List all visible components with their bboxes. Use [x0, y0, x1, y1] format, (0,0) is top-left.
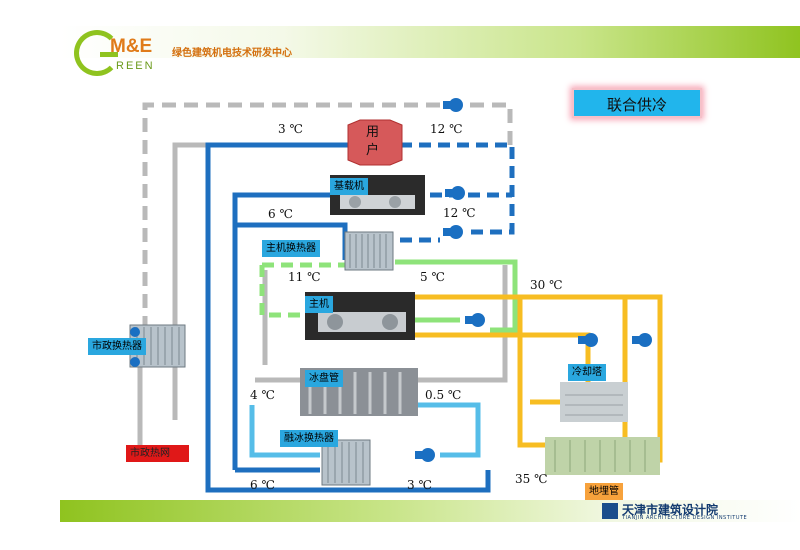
- melt-hx-plates: [321, 439, 371, 486]
- ice-coil-label: 冰盘管: [305, 370, 343, 387]
- temp-5c: 5 ℃: [420, 270, 445, 284]
- temp-30c: 30 ℃: [530, 278, 563, 292]
- temp-12c-top: 12 ℃: [430, 122, 463, 136]
- user-label: 用 户: [366, 125, 380, 158]
- ground-pipe-field: [545, 437, 660, 475]
- temp-4c: 4 ℃: [250, 388, 275, 402]
- header-title: 绿色建筑机电技术研发中心: [172, 48, 292, 59]
- institute-name-cn: 天津市建筑设计院: [622, 503, 719, 517]
- institute-name-en: TIANJIN ARCHITECTURE DESIGN INSTITUTE: [622, 515, 748, 521]
- pump-icon: [130, 357, 140, 367]
- pump-icon: [465, 313, 485, 327]
- ground-pipe-label: 地埋管: [585, 483, 623, 500]
- pump-icon: [578, 333, 598, 347]
- pump-icon: [130, 327, 140, 337]
- pump-icon: [415, 448, 435, 462]
- logo-green-text: REEN: [116, 60, 155, 72]
- user-hexagon: [347, 119, 403, 166]
- base-chiller-label: 基载机: [330, 178, 368, 195]
- header-bar: [60, 26, 800, 58]
- green-logo-bar: [100, 52, 118, 57]
- logo-me-text: M&E: [110, 36, 153, 57]
- diagram-title-banner: 联合供冷: [572, 88, 702, 118]
- ice-loop: [249, 402, 481, 458]
- green-logo-icon: [74, 30, 120, 76]
- pump-icon: [445, 186, 465, 200]
- temp-3c-top: 3 ℃: [278, 122, 303, 136]
- institute-logo-icon: [602, 503, 618, 519]
- temp-05c: 0.5 ℃: [425, 388, 462, 402]
- main-chiller-label: 主机: [305, 296, 333, 313]
- blue-dashed-loop: [400, 142, 515, 243]
- temp-12c-mid: 12 ℃: [443, 206, 476, 220]
- main-hx-label: 主机换热器: [262, 240, 320, 257]
- temp-11c: 11 ℃: [288, 270, 321, 284]
- pump-icon: [632, 333, 652, 347]
- temp-6c-bottom: 6 ℃: [250, 478, 275, 492]
- temp-3c-bottom: 3 ℃: [407, 478, 432, 492]
- cooling-tower-unit: [560, 382, 628, 422]
- temp-35c: 35 ℃: [515, 472, 548, 486]
- pump-icon: [443, 225, 463, 239]
- pump-icon: [443, 98, 463, 112]
- green-dashed-loop: [259, 262, 345, 318]
- municipal-hx-label: 市政换热器: [88, 338, 146, 355]
- gray-dashed-loop: [142, 102, 513, 330]
- melt-hx-label: 融冰换热器: [280, 430, 338, 447]
- main-hx-plates: [344, 231, 394, 271]
- municipal-network-label: 市政热网: [126, 445, 189, 462]
- temp-6c-upper: 6 ℃: [268, 207, 293, 221]
- cooling-tower-label: 冷却塔: [568, 364, 606, 381]
